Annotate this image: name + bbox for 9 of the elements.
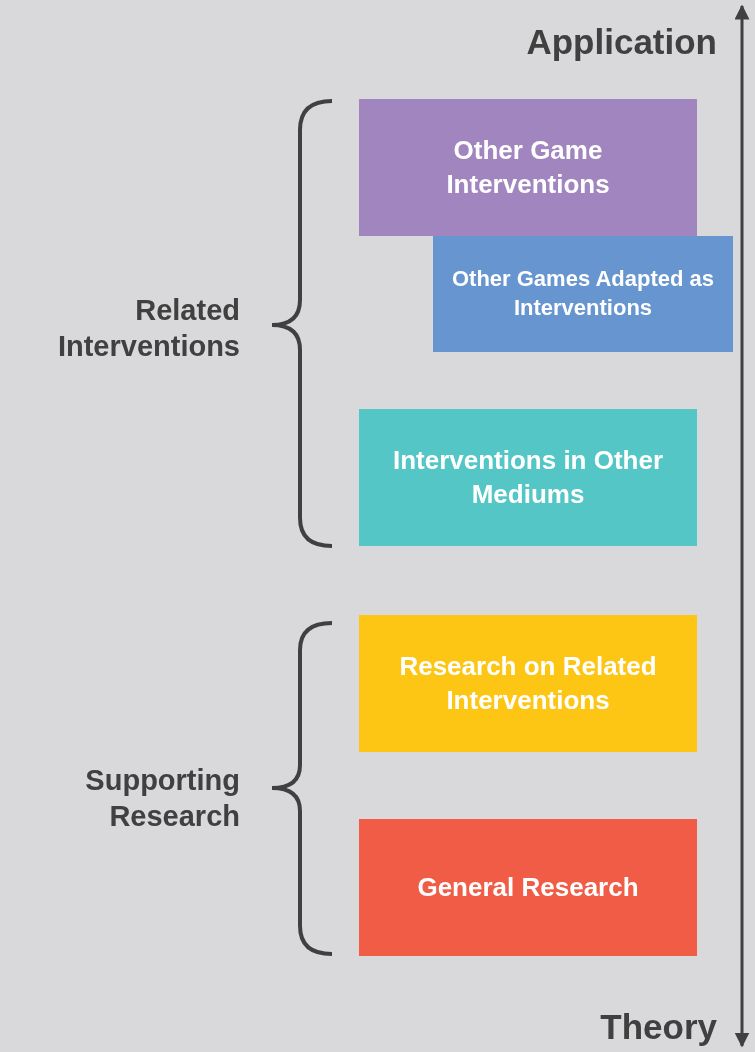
group-label: Related Interventions xyxy=(56,293,240,365)
axis-label: Application xyxy=(525,21,717,63)
axis-label: Theory xyxy=(599,1006,717,1048)
category-box: Other Games Adapted as Interventions xyxy=(433,236,733,352)
category-box: Other Game Interventions xyxy=(359,99,697,236)
group-label: Supporting Research xyxy=(84,763,240,835)
category-box: General Research xyxy=(359,819,697,956)
category-box: Research on Related Interventions xyxy=(359,615,697,752)
category-box: Interventions in Other Mediums xyxy=(359,409,697,546)
